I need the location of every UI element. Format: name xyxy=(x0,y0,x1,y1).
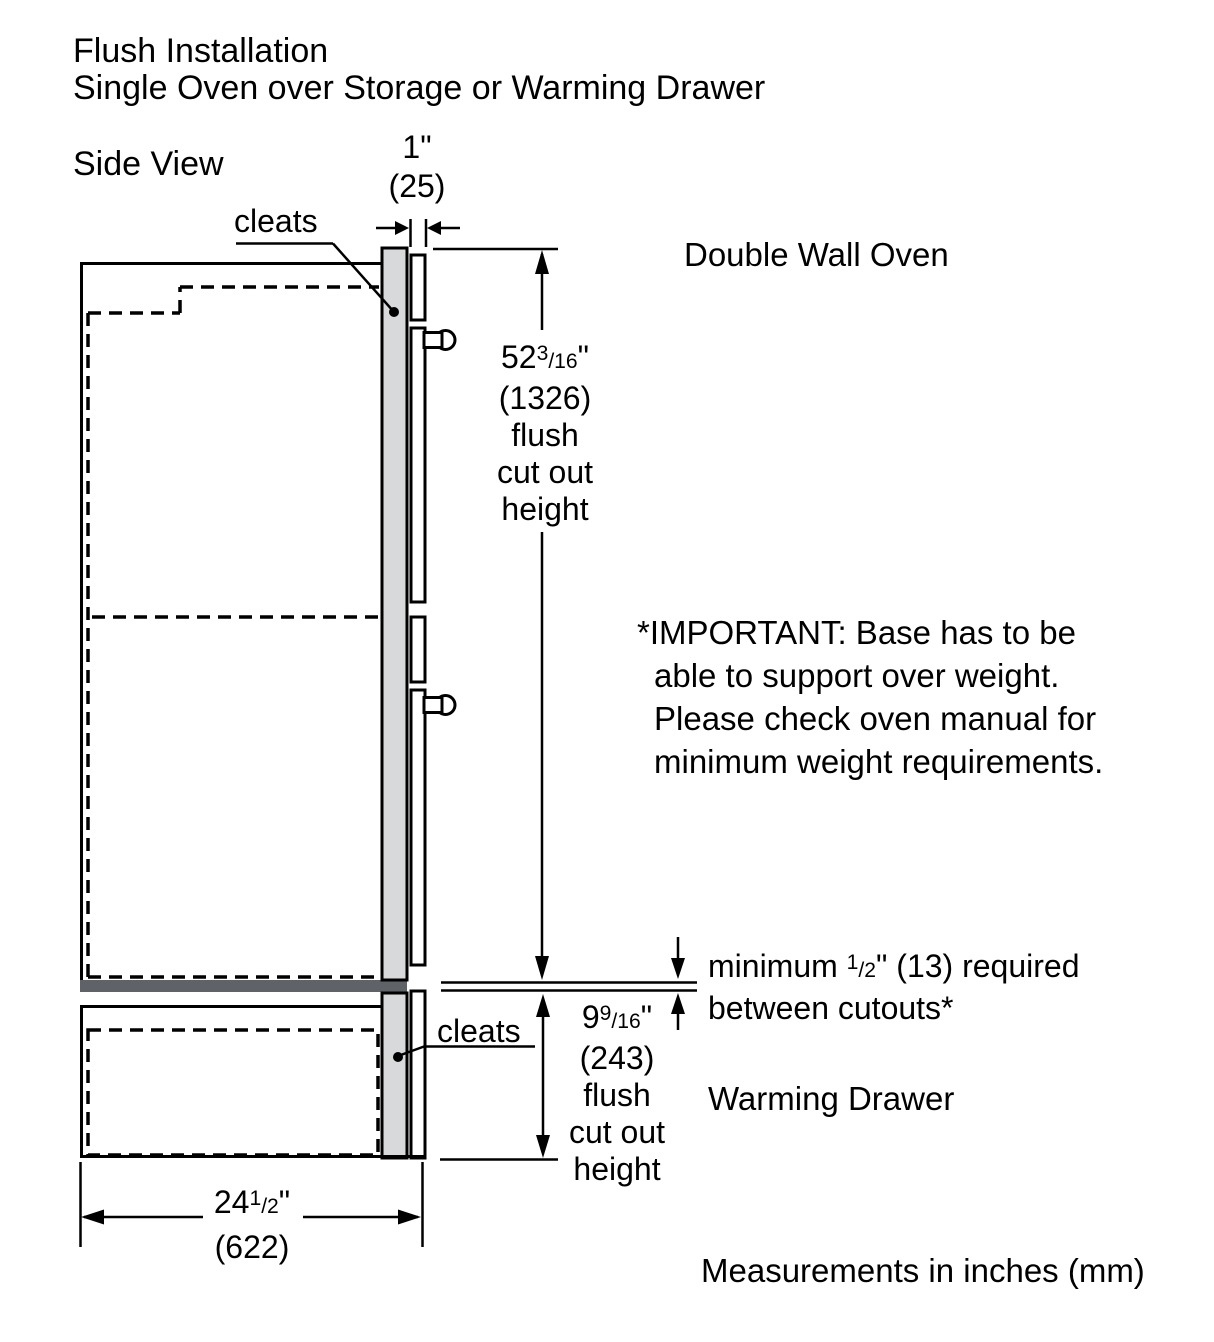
dim-52-arrowhead-up xyxy=(535,250,549,274)
dim-9-desc1: flush xyxy=(583,1077,651,1114)
cleats-bottom-label: cleats xyxy=(437,1013,521,1049)
dim-52-desc1: flush xyxy=(511,417,579,454)
dim-52-mm: (1326) xyxy=(498,380,592,417)
drawer-cutout-dashed xyxy=(86,1028,380,1157)
dim-1in-lines xyxy=(376,219,460,247)
dim-9-desc3: height xyxy=(573,1151,661,1188)
oven-cabinet-outline xyxy=(80,262,382,980)
min-gap-note-line2: between cutouts* xyxy=(708,990,954,1026)
door-handles xyxy=(422,329,457,716)
dim-1in-mm: (25) xyxy=(388,168,446,204)
view-label: Side View xyxy=(73,145,224,183)
dim-9-mm: (243) xyxy=(579,1040,655,1077)
dim-9-desc2: cut out xyxy=(568,1114,666,1151)
base-support-bar xyxy=(80,980,407,992)
cleats-bottom-leader xyxy=(397,1045,425,1058)
min-gap-double-lines xyxy=(441,937,697,1030)
important-note-line2: able to support over weight. xyxy=(654,657,1060,694)
middle-trim-panel xyxy=(409,615,427,684)
double-wall-oven-label: Double Wall Oven xyxy=(684,236,949,273)
min-gap-arrowhead-up xyxy=(671,993,685,1014)
cleats-top-label: cleats xyxy=(234,203,318,239)
dim-9-arrowhead-down xyxy=(536,1135,550,1158)
dim-52-desc2: cut out xyxy=(496,454,594,491)
cleats-bottom-leader-dot xyxy=(393,1052,403,1062)
warming-drawer-label: Warming Drawer xyxy=(708,1080,955,1117)
dim-1in-inches: 1" xyxy=(402,129,432,165)
dim-24-arrowhead-right xyxy=(398,1209,421,1225)
dim-9-inches: 99/16" xyxy=(581,999,653,1036)
door-panels xyxy=(409,253,427,1160)
warming-drawer-outline xyxy=(80,1005,425,1158)
warming-drawer-panel xyxy=(409,989,427,1160)
important-note-line3: Please check oven manual for xyxy=(654,700,1097,737)
oven-cutout-dashed xyxy=(86,285,380,979)
important-note-line1: *IMPORTANT: Base has to be xyxy=(637,614,1076,651)
dim-1in-arrowhead-right xyxy=(427,221,441,235)
dim-24-inches: 241/2" xyxy=(213,1184,291,1221)
door-panel-trim-top xyxy=(409,253,427,322)
cleats-top-leader xyxy=(332,242,395,313)
dim-1in-arrowhead-left xyxy=(395,221,409,235)
lower-cleat-strip xyxy=(380,991,409,1160)
dim-24-arrowhead-left xyxy=(81,1209,104,1225)
upper-oven-door-panel xyxy=(409,326,427,604)
footer-note: Measurements in inches (mm) xyxy=(701,1252,1145,1289)
page-title-line2: Single Oven over Storage or Warming Draw… xyxy=(73,69,766,107)
cleats-top-leader-dot xyxy=(389,307,399,317)
dim-52-inches: 523/16" xyxy=(500,339,590,376)
lower-handle-stem xyxy=(422,696,444,714)
dim-52-arrowhead-down xyxy=(535,956,549,980)
lower-oven-door-panel xyxy=(409,688,427,967)
cleats-leaders xyxy=(236,242,535,1058)
dim-24-block: 241/2" (622) xyxy=(152,1179,352,1267)
dim-52-block: 523/16" (1326) flush cut out height xyxy=(445,335,645,528)
page-title-line1: Flush Installation xyxy=(73,32,329,70)
dim-52-desc3: height xyxy=(501,491,589,528)
dim-24-mm: (622) xyxy=(214,1229,290,1266)
min-gap-note-line1: minimum 1/2" (13) required xyxy=(708,948,1080,985)
important-note: *IMPORTANT: Base has to be able to suppo… xyxy=(637,611,1103,783)
upper-handle-stem xyxy=(422,331,444,349)
important-note-line4: minimum weight requirements. xyxy=(654,743,1104,780)
dim-9-arrowhead-up xyxy=(536,994,550,1017)
min-gap-arrowhead-down xyxy=(671,958,685,979)
upper-cleat-strip xyxy=(380,246,409,982)
dim-9-lines xyxy=(440,1016,558,1161)
dim-9-block: 99/16" (243) flush cut out height xyxy=(517,995,717,1188)
